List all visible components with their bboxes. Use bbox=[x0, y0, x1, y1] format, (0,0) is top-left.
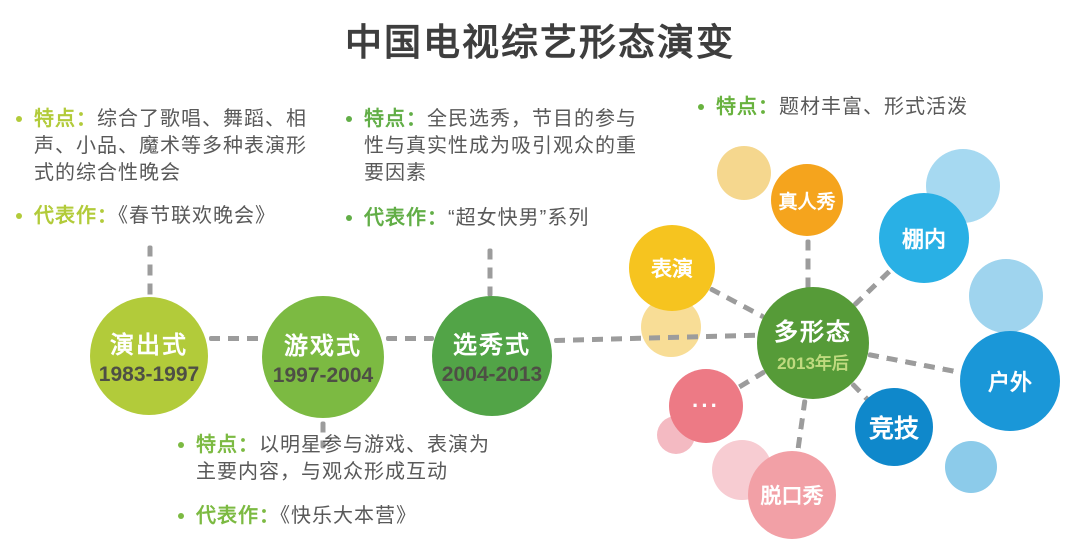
bubble-competition: 竞技 bbox=[855, 388, 933, 466]
bubble-label: 棚内 bbox=[901, 227, 946, 252]
representative-work-item: 代表作：“超女快男”系列 bbox=[346, 205, 642, 232]
note-multiform-era: 特点：题材丰富、形式活泼 bbox=[698, 94, 968, 121]
connector-dash bbox=[852, 267, 894, 308]
connector-dash bbox=[487, 248, 493, 297]
bullet-dot bbox=[346, 215, 352, 221]
decor-circle bbox=[969, 259, 1043, 333]
work-label: 代表作： bbox=[364, 207, 448, 229]
bullet-dot bbox=[16, 116, 22, 122]
stage-period: 1997-2004 bbox=[272, 364, 374, 387]
bubble-reality-show: 真人秀 bbox=[771, 164, 843, 236]
stage-name: 选秀式 bbox=[453, 332, 531, 359]
work-label: 代表作： bbox=[34, 205, 118, 227]
stage-circle-talent: 选秀式 2004-2013 bbox=[432, 296, 552, 416]
note-performance-era: 特点：综合了歌唱、舞蹈、相声、小品、魔术等多种表演形式的综合性晚会 代表作：《春… bbox=[16, 106, 308, 230]
feature-text: 以明星参与游戏、表演为主要内容，与观众形成互动 bbox=[196, 434, 490, 483]
feature-text: 综合了歌唱、舞蹈、相声、小品、魔术等多种表演形式的综合性晚会 bbox=[34, 108, 307, 184]
stage-period: 2004-2013 bbox=[441, 363, 543, 386]
connector-dash bbox=[795, 399, 808, 453]
representative-work-item: 代表作：《春节联欢晚会》 bbox=[16, 203, 308, 230]
bubble-label: 真人秀 bbox=[778, 191, 836, 213]
work-text: 《春节联欢晚会》 bbox=[118, 205, 276, 227]
work-label: 代表作： bbox=[196, 505, 280, 527]
bullet-dot bbox=[178, 513, 184, 519]
stage-name: 游戏式 bbox=[284, 333, 362, 360]
connector-dash bbox=[805, 239, 811, 290]
note-talent-era: 特点：全民选秀，节目的参与性与真实性成为吸引观众的重要因素 代表作：“超女快男”… bbox=[346, 106, 642, 232]
connector-dash bbox=[735, 369, 767, 391]
bubble-label: 竞技 bbox=[868, 415, 919, 443]
note-game-era: 特点：以明星参与游戏、表演为主要内容，与观众形成互动 代表作：《快乐大本营》 bbox=[178, 432, 490, 530]
bubble-label: 表演 bbox=[651, 258, 693, 281]
stage-period: 2013年后 bbox=[777, 354, 849, 373]
feature-item: 特点：以明星参与游戏、表演为主要内容，与观众形成互动 bbox=[178, 432, 490, 486]
bullet-dot bbox=[178, 442, 184, 448]
bubble-label: 户外 bbox=[987, 370, 1032, 395]
stage-circle-performance: 演出式 1983-1997 bbox=[90, 297, 208, 415]
bubble-outdoor: 户外 bbox=[960, 331, 1060, 431]
feature-label: 特点： bbox=[364, 108, 427, 130]
stage-circle-multiform: 多形态 2013年后 bbox=[757, 287, 869, 399]
bubble-more: ··· bbox=[669, 369, 743, 443]
stage-name: 多形态 bbox=[774, 319, 852, 346]
stage-period: 1983-1997 bbox=[98, 363, 200, 386]
bubble-talk-show: 脱口秀 bbox=[748, 451, 836, 539]
feature-text: 题材丰富、形式活泼 bbox=[779, 96, 968, 118]
representative-work-item: 代表作：《快乐大本营》 bbox=[178, 503, 490, 530]
feature-text: 全民选秀，节目的参与性与真实性成为吸引观众的重要因素 bbox=[364, 108, 637, 184]
feature-item: 特点：题材丰富、形式活泼 bbox=[698, 94, 968, 121]
feature-label: 特点： bbox=[196, 434, 259, 456]
feature-item: 特点：全民选秀，节目的参与性与真实性成为吸引观众的重要因素 bbox=[346, 106, 642, 187]
decor-circle bbox=[945, 441, 997, 493]
connector-dash bbox=[147, 245, 153, 298]
bubble-in-studio: 棚内 bbox=[879, 193, 969, 283]
stage-name: 演出式 bbox=[110, 332, 188, 359]
work-text: “超女快男”系列 bbox=[448, 207, 590, 229]
bullet-dot bbox=[346, 116, 352, 122]
feature-label: 特点： bbox=[716, 96, 779, 118]
connector-dash bbox=[708, 286, 766, 320]
page-title: 中国电视综艺形态演变 bbox=[345, 22, 735, 63]
connector-dash bbox=[386, 336, 434, 341]
bullet-dot bbox=[698, 104, 704, 110]
decor-circle bbox=[717, 146, 771, 200]
feature-label: 特点： bbox=[34, 108, 97, 130]
bubble-label: 脱口秀 bbox=[760, 485, 824, 508]
bullet-dot bbox=[16, 213, 22, 219]
connector-dash bbox=[209, 336, 261, 341]
connector-dash bbox=[867, 352, 962, 376]
work-text: 《快乐大本营》 bbox=[280, 505, 417, 527]
bubble-label: ··· bbox=[692, 393, 720, 418]
feature-item: 特点：综合了歌唱、舞蹈、相声、小品、魔术等多种表演形式的综合性晚会 bbox=[16, 106, 308, 187]
stage-circle-game: 游戏式 1997-2004 bbox=[262, 296, 384, 418]
bubble-performance: 表演 bbox=[629, 225, 715, 311]
